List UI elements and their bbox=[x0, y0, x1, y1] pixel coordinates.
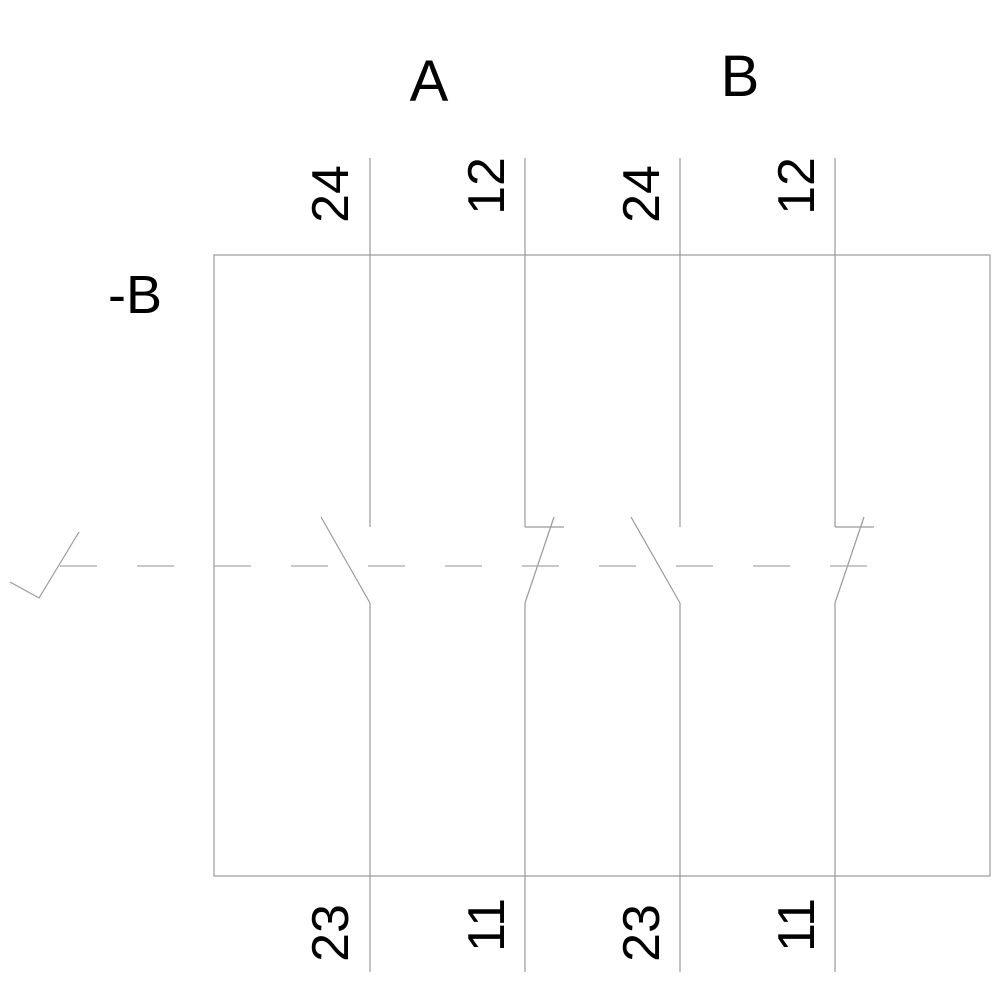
terminal-b-23: 23 bbox=[613, 904, 671, 962]
terminal-a-12: 12 bbox=[458, 157, 516, 215]
terminal-a-11: 11 bbox=[458, 898, 516, 952]
terminal-b-11: 11 bbox=[768, 898, 826, 952]
terminal-b-12: 12 bbox=[768, 157, 826, 215]
device-tag: -B bbox=[108, 265, 162, 325]
actuator-symbol bbox=[9, 531, 80, 599]
contact-b-no bbox=[630, 158, 681, 972]
contact-a-nc bbox=[524, 158, 564, 972]
contact-b-nc bbox=[834, 158, 874, 972]
contact-a-no bbox=[320, 158, 371, 972]
group-label-b: B bbox=[721, 44, 760, 109]
group-label-a: A bbox=[410, 49, 449, 114]
terminal-a-24: 24 bbox=[302, 165, 360, 223]
terminal-b-24: 24 bbox=[613, 165, 671, 223]
terminal-a-23: 23 bbox=[302, 904, 360, 962]
